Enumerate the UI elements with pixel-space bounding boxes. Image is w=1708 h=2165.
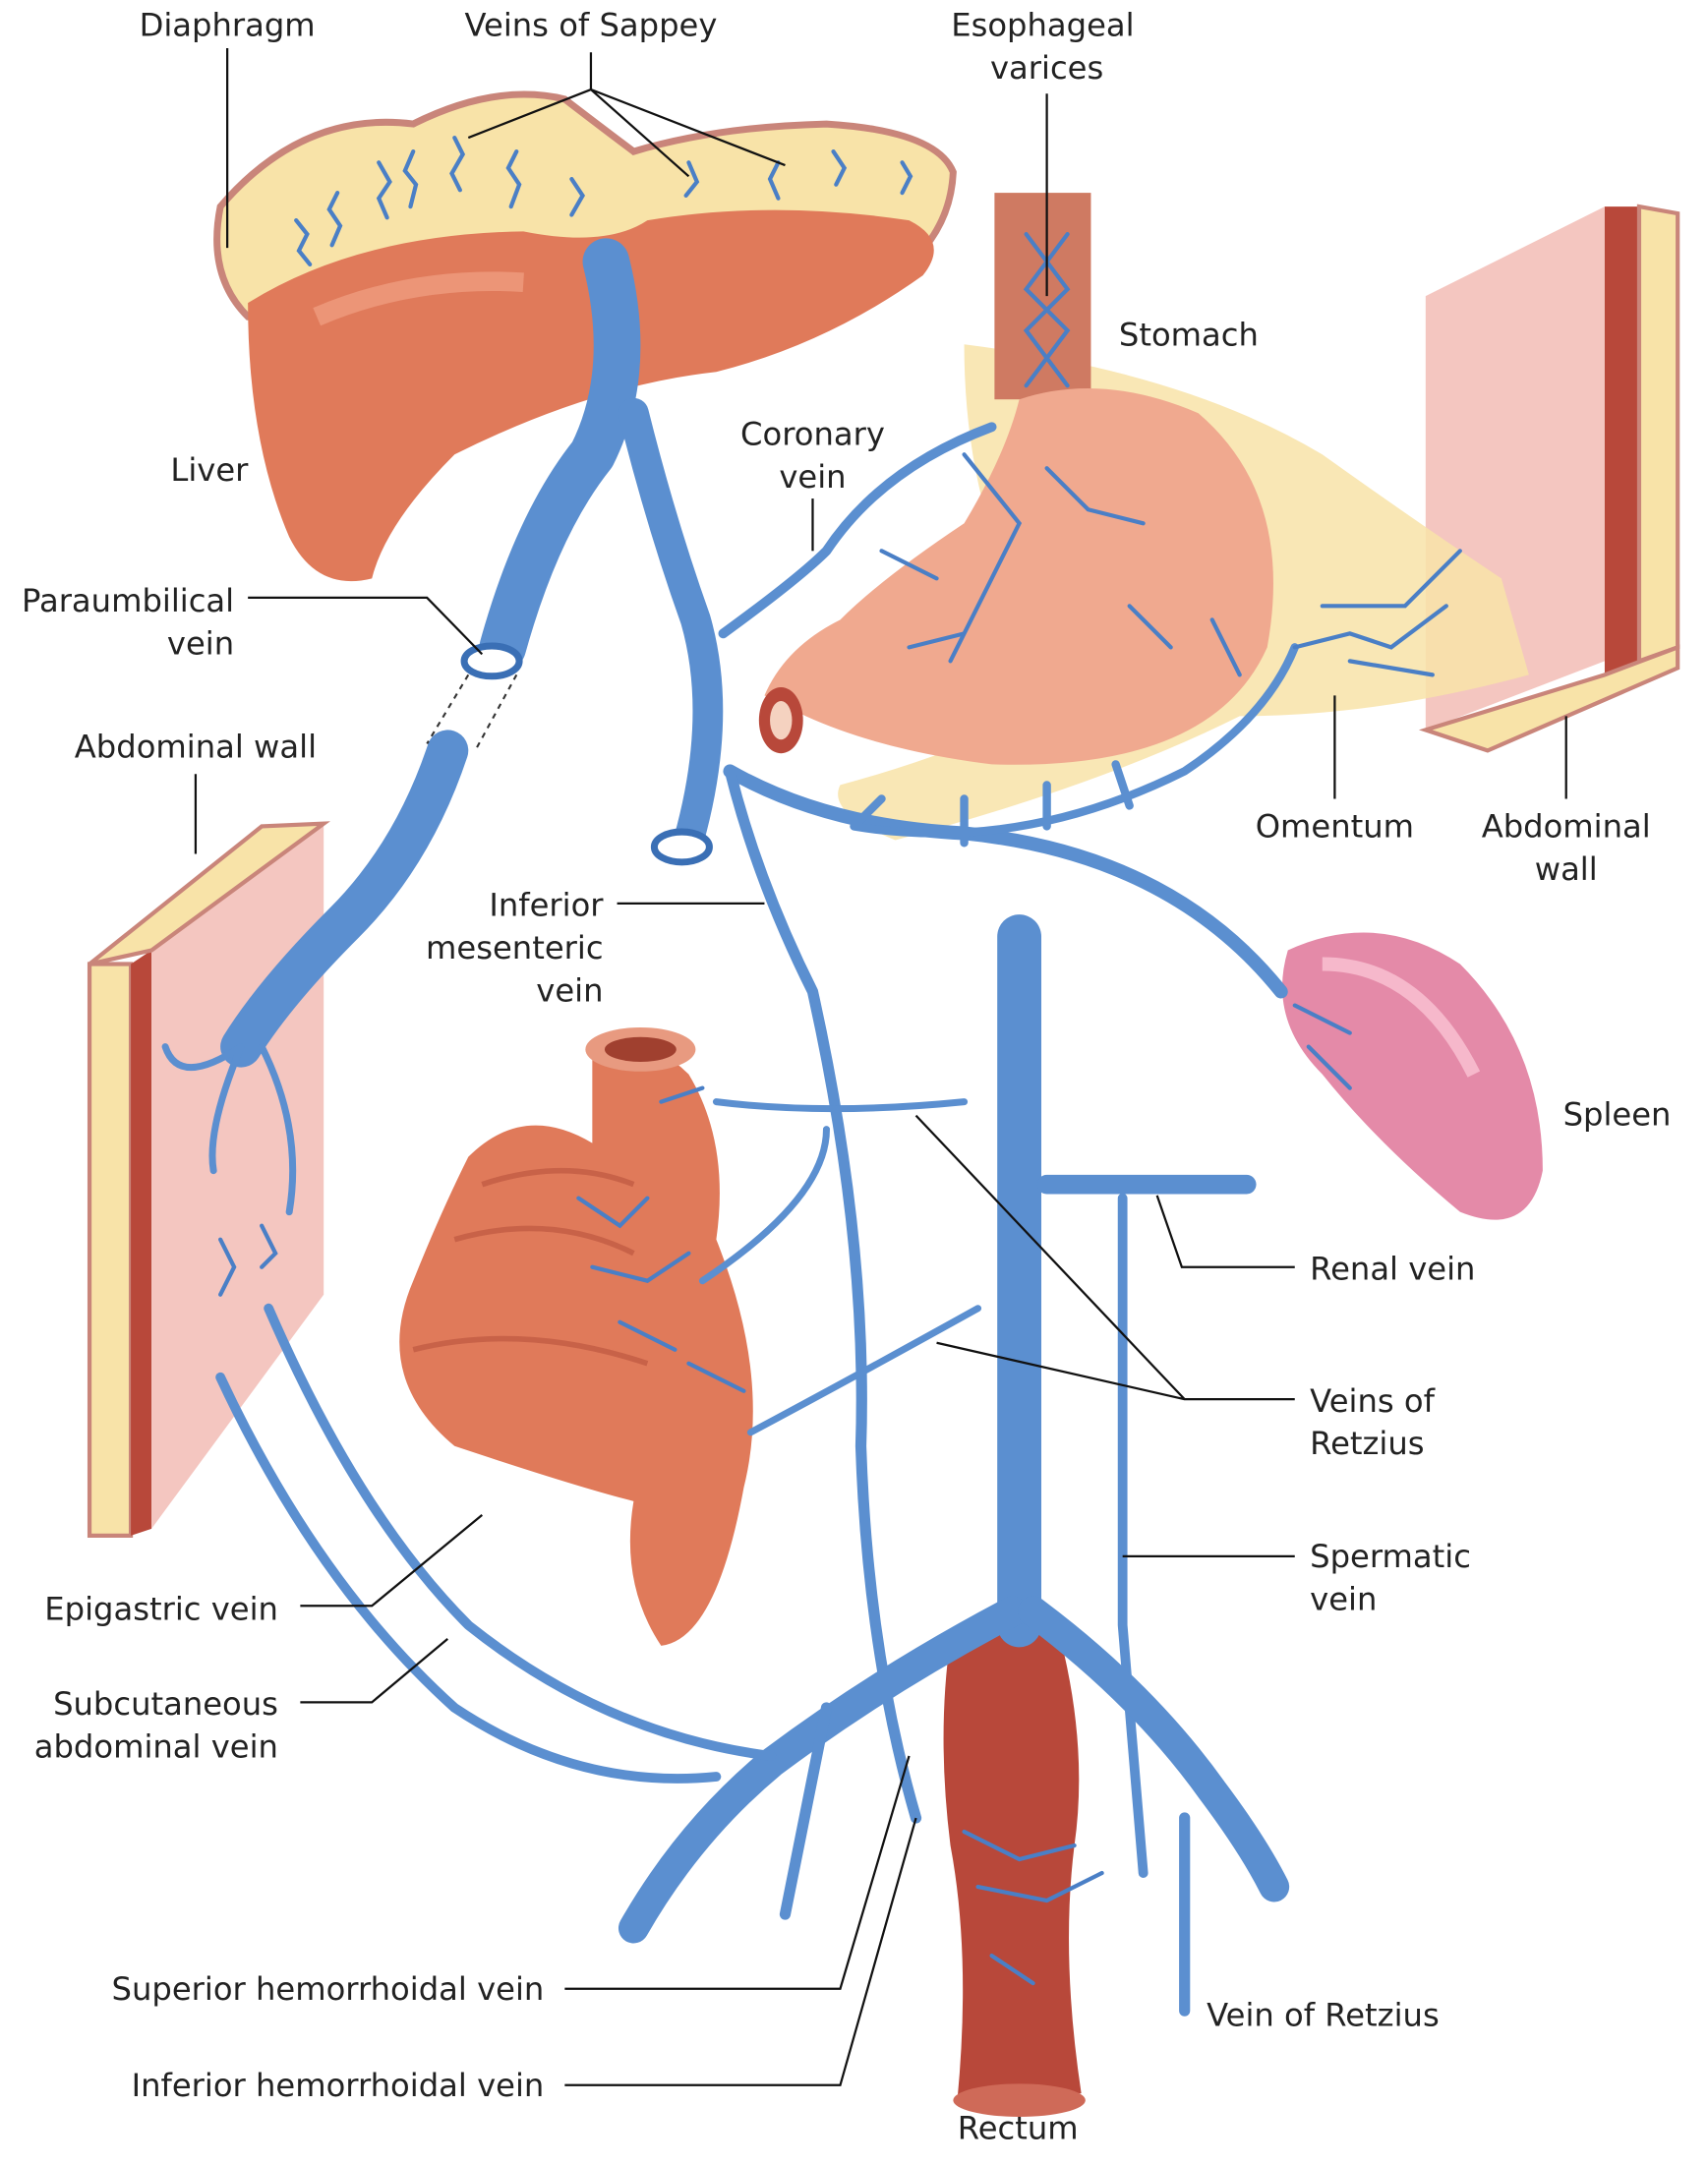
label-spermatic-vein: Spermatic <box>1310 1538 1471 1575</box>
label-esophageal-varices-2: varices <box>990 49 1103 87</box>
label-coronary-vein-2: vein <box>779 458 846 496</box>
spleen <box>1282 932 1543 1220</box>
label-vein-of-retzius: Vein of Retzius <box>1207 1997 1440 2034</box>
label-renal-vein: Renal vein <box>1310 1250 1475 1287</box>
label-spermatic-vein-2: vein <box>1310 1580 1377 1617</box>
label-subcutaneous-abdominal-vein: Subcutaneous <box>53 1685 278 1723</box>
label-epigastric-vein: Epigastric vein <box>44 1590 278 1627</box>
paraumbilical-dashed <box>426 673 518 751</box>
label-abdominal-wall-right-2: wall <box>1535 850 1598 888</box>
paraumbilical-cut-end <box>460 642 523 680</box>
sappey-veins <box>294 135 913 267</box>
label-paraumbilical-vein-2: vein <box>167 624 234 662</box>
label-abdominal-wall-right: Abdominal <box>1482 808 1651 846</box>
label-veins-of-sappey: Veins of Sappey <box>464 6 717 43</box>
gastric-capillaries <box>218 232 1462 1986</box>
rectum <box>943 1624 1086 2117</box>
portal-venous-system <box>161 238 1299 2017</box>
label-inferior-mesenteric-vein-2: mesenteric <box>426 929 604 966</box>
small-intestine <box>399 1026 753 1646</box>
label-diaphragm: Diaphragm <box>140 6 316 43</box>
label-spleen: Spleen <box>1563 1095 1672 1133</box>
label-omentum: Omentum <box>1256 808 1414 846</box>
labels: Diaphragm Veins of Sappey Esophageal var… <box>22 6 1671 2146</box>
label-stomach: Stomach <box>1119 317 1259 354</box>
label-inferior-hemorrhoidal-vein: Inferior hemorrhoidal vein <box>132 2067 545 2104</box>
label-coronary-vein: Coronary <box>740 415 885 452</box>
abdominal-wall-left <box>87 821 331 1538</box>
label-abdominal-wall-left: Abdominal wall <box>75 728 317 765</box>
label-paraumbilical-vein: Paraumbilical <box>22 582 234 619</box>
label-inferior-mesenteric-vein: Inferior <box>489 887 604 924</box>
label-veins-of-retzius-2: Retzius <box>1310 1425 1424 1462</box>
label-subcutaneous-abdominal-vein-2: abdominal vein <box>34 1727 278 1765</box>
label-veins-of-retzius: Veins of <box>1310 1382 1435 1420</box>
label-inferior-mesenteric-vein-3: vein <box>536 971 603 1009</box>
label-superior-hemorrhoidal-vein: Superior hemorrhoidal vein <box>112 1970 545 2008</box>
leader-lines <box>194 48 1567 2086</box>
label-liver: Liver <box>170 451 249 489</box>
label-rectum: Rectum <box>958 2109 1079 2146</box>
label-esophageal-varices: Esophageal <box>951 6 1134 43</box>
vein-cut-end <box>650 828 713 866</box>
